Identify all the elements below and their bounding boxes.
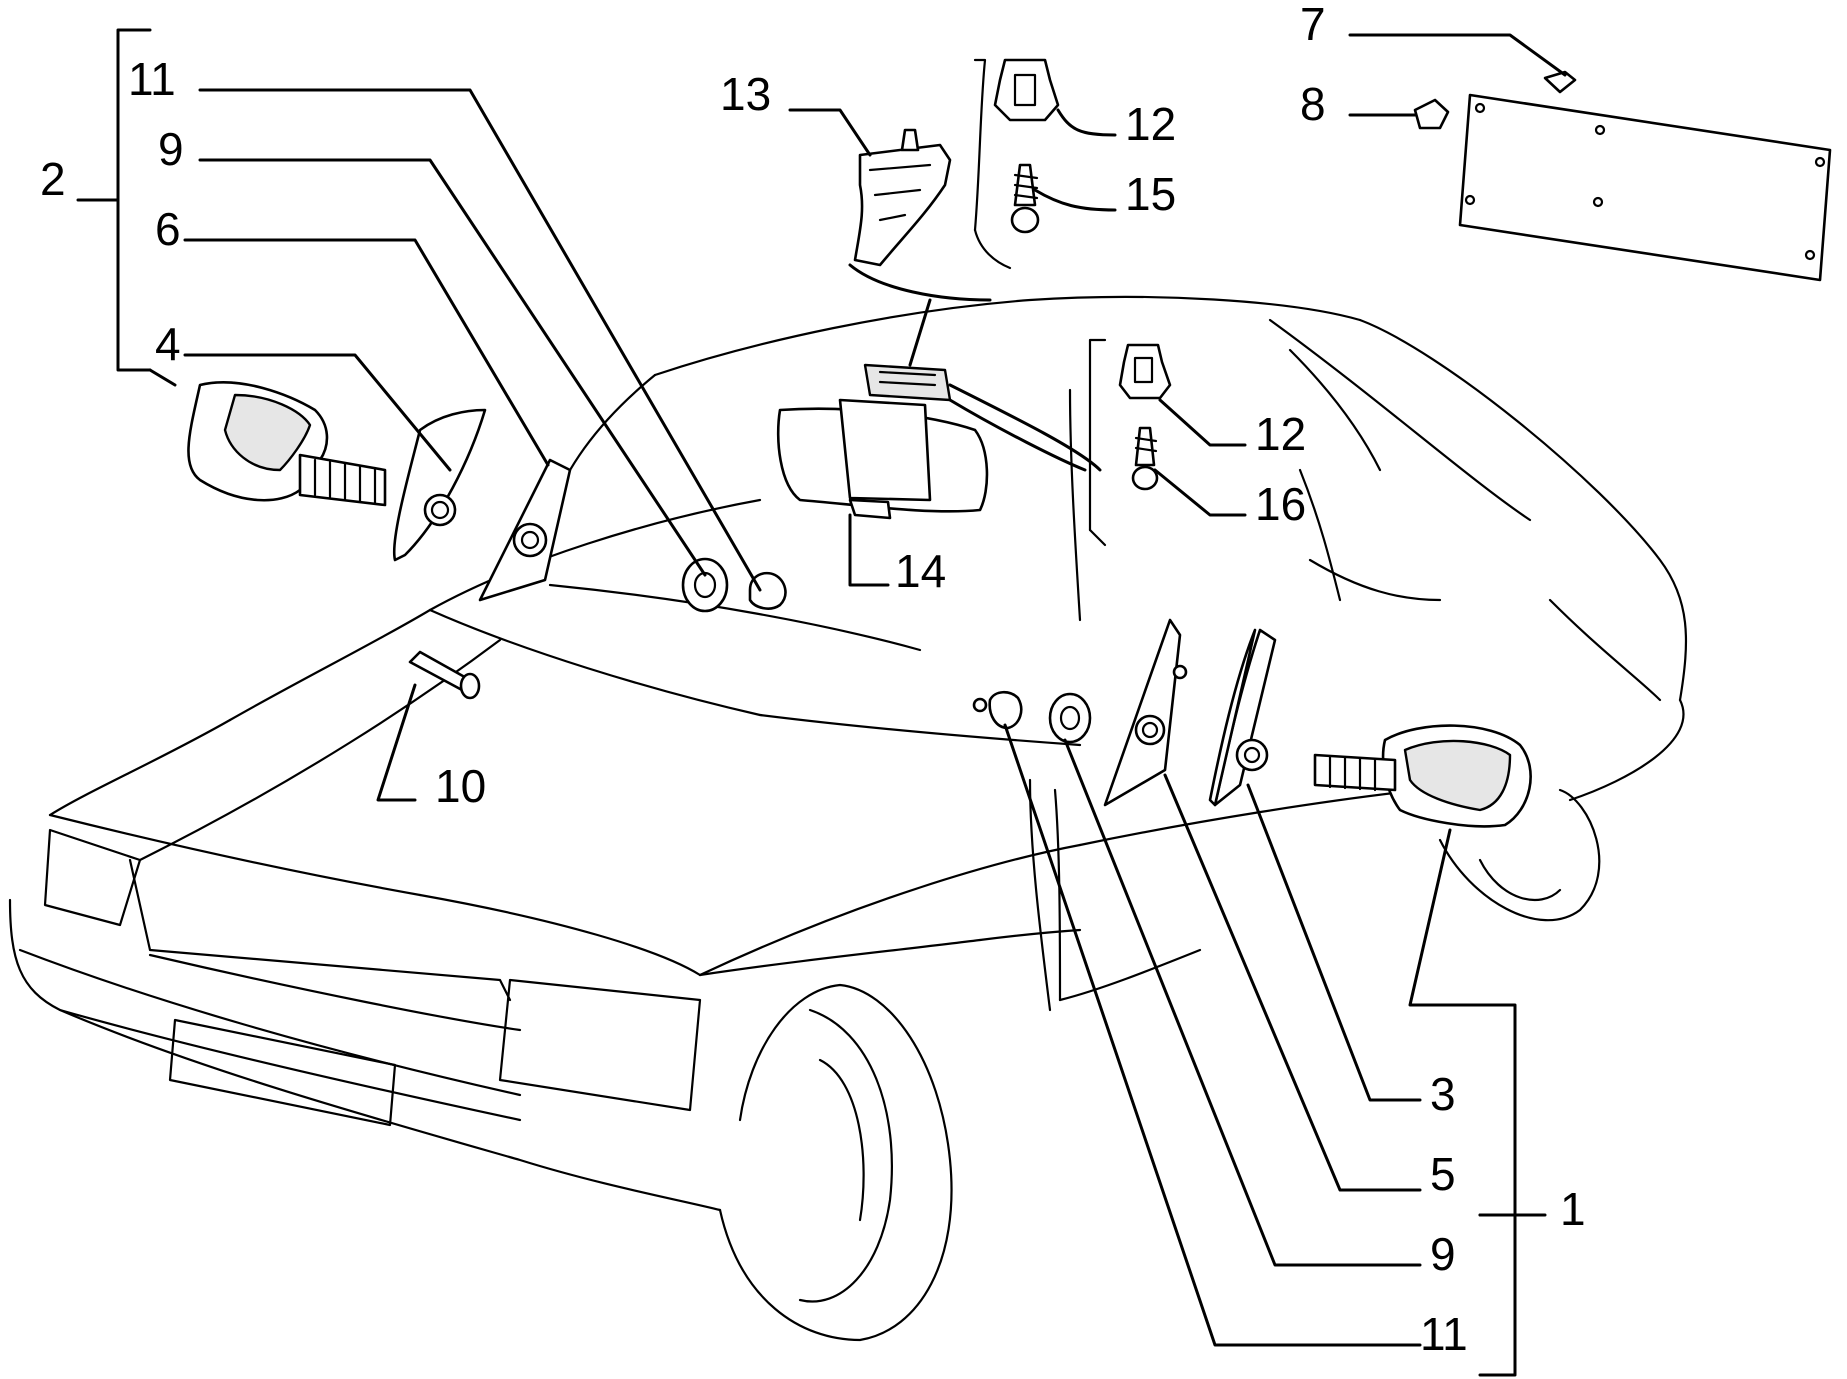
leader-lines (76, 28, 1567, 1377)
right-grommet (1048, 692, 1092, 744)
screw-7 (1543, 70, 1577, 94)
label-13: 13 (720, 68, 771, 120)
label-9-right: 9 (1430, 1228, 1456, 1280)
label-3: 3 (1430, 1068, 1456, 1120)
left-mirror-assembly (187, 381, 787, 700)
label-12-mid: 12 (1255, 408, 1306, 460)
interior-mirror-assembly (776, 58, 1172, 547)
mirror-bracket-13 (853, 143, 952, 267)
label-5: 5 (1430, 1148, 1456, 1200)
clip-12-top (993, 58, 1060, 122)
label-7: 7 (1300, 0, 1326, 50)
number-plate (1458, 93, 1832, 282)
car-body-outline (8, 295, 1688, 1342)
screw-16 (1134, 426, 1156, 467)
label-10: 10 (435, 760, 486, 812)
right-cap (988, 690, 1023, 730)
left-cap (748, 571, 787, 610)
left-grommet (681, 557, 729, 613)
left-mirror-gasket (392, 408, 487, 562)
clip-12-mid (1118, 343, 1172, 400)
label-2: 2 (40, 153, 66, 205)
label-15: 15 (1125, 168, 1176, 220)
rear-number-plate-assembly (1413, 70, 1832, 282)
right-mirror-triangle-plate (1103, 618, 1182, 807)
label-16: 16 (1255, 478, 1306, 530)
label-1: 1 (1560, 1183, 1586, 1235)
label-9-left: 9 (158, 123, 184, 175)
label-14: 14 (895, 545, 946, 597)
label-11-left: 11 (128, 53, 176, 105)
nut-8 (1413, 98, 1450, 130)
label-6: 6 (155, 203, 181, 255)
label-8: 8 (1300, 78, 1326, 130)
right-mirror-assembly (972, 618, 1532, 828)
label-11-right: 11 (1420, 1308, 1468, 1360)
callout-labels: 1 2 3 4 5 6 7 8 9 9 10 11 11 12 12 13 14… (40, 0, 1586, 1360)
label-4: 4 (155, 318, 181, 370)
label-12-top: 12 (1125, 98, 1176, 150)
